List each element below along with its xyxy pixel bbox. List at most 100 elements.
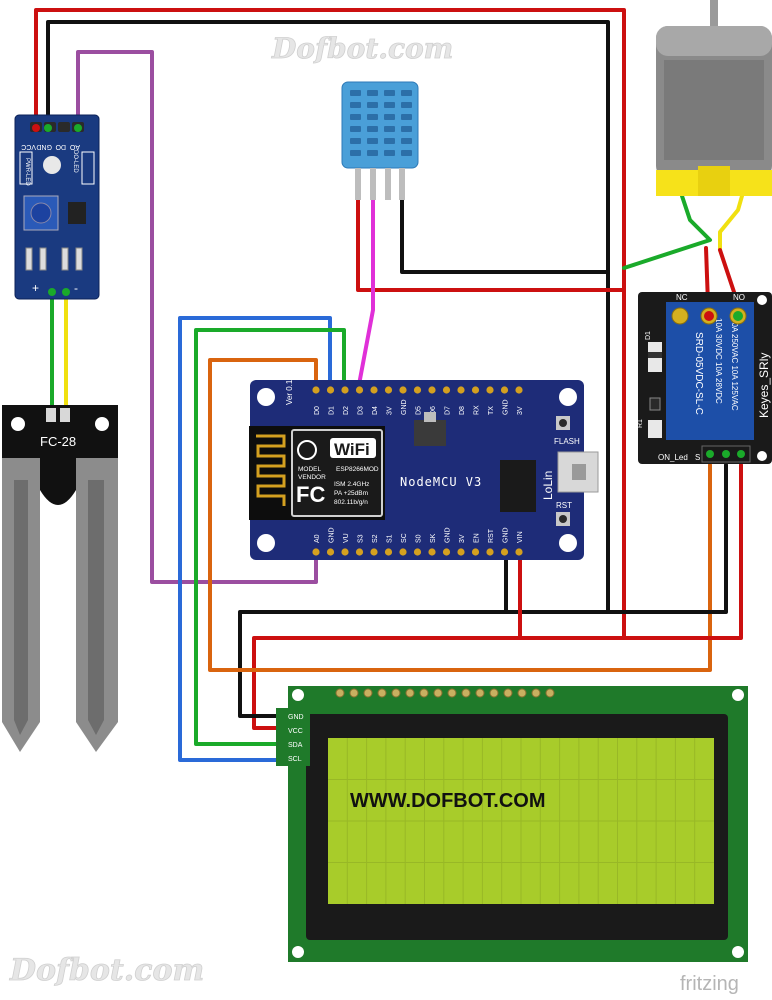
wire-black-dht-gnd bbox=[400, 198, 610, 274]
relay-resistor bbox=[648, 420, 662, 438]
wifi-logo-text: WiFi bbox=[334, 440, 370, 459]
pin-label-d3: D3 bbox=[358, 406, 365, 415]
fritzing-credit: fritzing bbox=[680, 973, 739, 995]
grille-slot bbox=[350, 150, 361, 156]
lcd-header-pad bbox=[391, 688, 401, 698]
pin-sc bbox=[399, 548, 407, 556]
relay-cube-line-1: 10A 250VAC 10A 125VAC bbox=[730, 318, 739, 411]
module-chip-name: ESP8266MOD bbox=[336, 466, 379, 473]
pin-rst bbox=[486, 548, 494, 556]
pin-d3 bbox=[355, 386, 364, 394]
lcd-pin-header bbox=[335, 688, 555, 698]
soil-pin-label-gnd: GND bbox=[36, 143, 52, 150]
pin-gnd bbox=[500, 548, 509, 556]
lcd-pin-gnd: GND bbox=[288, 714, 304, 721]
grille-slot bbox=[367, 126, 378, 132]
pin-s0 bbox=[413, 548, 422, 556]
pin-s2 bbox=[370, 548, 378, 556]
wire-green-sda bbox=[194, 328, 346, 746]
pin-s3 bbox=[355, 548, 364, 556]
pin-label-tx: TX bbox=[488, 406, 495, 415]
pin-label-gnd: GND bbox=[503, 527, 510, 543]
lcd-header-pad bbox=[363, 688, 373, 698]
lcd-header-pad bbox=[461, 688, 471, 698]
antenna-trace bbox=[256, 434, 286, 506]
pin-label-en: EN bbox=[474, 533, 481, 543]
lcd-header-pad bbox=[335, 688, 345, 698]
pin-label-d7: D7 bbox=[445, 406, 452, 415]
soil-led-label-pwr: PWR-LED bbox=[24, 158, 30, 186]
wire-orange-relay-signal bbox=[208, 358, 712, 672]
lcd-header-pad bbox=[503, 688, 513, 698]
wire-red-relay-vcc bbox=[622, 463, 743, 640]
soil-pin-label-ao: AO bbox=[69, 143, 80, 150]
mounting-hole bbox=[732, 946, 744, 958]
grille-slot bbox=[384, 114, 395, 120]
pin-d2 bbox=[341, 386, 349, 394]
pin-label-gnd: GND bbox=[401, 399, 408, 415]
grille-slot bbox=[401, 150, 412, 156]
pin-label-s3: S3 bbox=[358, 534, 365, 543]
pin-label-sc: SC bbox=[401, 533, 408, 543]
lcd-header-pad bbox=[433, 688, 443, 698]
pin-vu bbox=[341, 548, 349, 556]
pin-label-gnd: GND bbox=[503, 399, 510, 415]
nodemcu-title: NodeMCU V3 bbox=[400, 475, 482, 489]
grille-slot bbox=[401, 102, 412, 108]
grille-slot bbox=[401, 126, 412, 132]
relay-no-label: NO bbox=[733, 293, 745, 302]
lcd-pin-scl: SCL bbox=[288, 756, 302, 763]
relay-on-led-label: ON_Led bbox=[658, 453, 688, 462]
pin-label-sk: SK bbox=[430, 533, 437, 543]
grille-slot bbox=[350, 126, 361, 132]
usb-serial-chip bbox=[500, 460, 536, 512]
grille-slot bbox=[384, 126, 395, 132]
lcd-header-pad bbox=[349, 688, 359, 698]
grille-slot bbox=[401, 90, 412, 96]
pin-gnd bbox=[326, 548, 335, 556]
pin-sk bbox=[428, 548, 436, 556]
pin-label-d6: D6 bbox=[430, 406, 437, 415]
wires bbox=[34, 8, 744, 762]
grille-slot bbox=[350, 114, 361, 120]
pin-en bbox=[471, 548, 480, 556]
lcd-header-pad bbox=[419, 688, 429, 698]
pin-vin bbox=[515, 548, 523, 556]
probe-label: FC-28 bbox=[40, 434, 76, 449]
fcc-logo: FC bbox=[296, 482, 325, 507]
pin-s1 bbox=[384, 548, 393, 556]
pin-label-vin: VIN bbox=[517, 531, 524, 543]
relay-r1-label: R1 bbox=[637, 419, 644, 428]
pin-label-d5: D5 bbox=[416, 406, 423, 415]
wire-magenta-dht-data bbox=[356, 198, 375, 392]
pin-label-d4: D4 bbox=[372, 406, 379, 415]
pin-3v bbox=[457, 548, 465, 556]
module-spec-2: PA +25dBm bbox=[334, 490, 368, 497]
mounting-hole bbox=[559, 388, 577, 406]
nodemcu-maker: LoLin bbox=[541, 471, 555, 500]
soil-led-label-do: DO-LED bbox=[72, 150, 78, 173]
lcd-header-pad bbox=[545, 688, 555, 698]
mounting-hole bbox=[292, 946, 304, 958]
pin-label-d8: D8 bbox=[459, 406, 466, 415]
soil-pin-label-do: DO bbox=[55, 143, 66, 150]
relay-cube-line-3: SRD-05VDC-SL-C bbox=[693, 332, 704, 415]
pin-label-gnd: GND bbox=[329, 527, 336, 543]
grille-slot bbox=[401, 138, 412, 144]
reset-button-label: RST bbox=[556, 501, 572, 510]
mounting-hole bbox=[257, 388, 275, 406]
dht11-sensor bbox=[341, 81, 419, 200]
pin-gnd bbox=[500, 386, 509, 394]
module-spec-1: ISM 2.4GHz bbox=[334, 481, 369, 488]
soil-pin-label-vcc: VCC bbox=[21, 143, 36, 150]
lcd-pin-sda: SDA bbox=[288, 742, 303, 749]
soil-output-minus: - bbox=[74, 281, 78, 295]
wire-red-dht-vcc bbox=[356, 198, 626, 292]
pin-d8 bbox=[457, 386, 465, 394]
lcd-character-grid bbox=[328, 738, 714, 904]
relay-s-label: S bbox=[695, 453, 700, 462]
